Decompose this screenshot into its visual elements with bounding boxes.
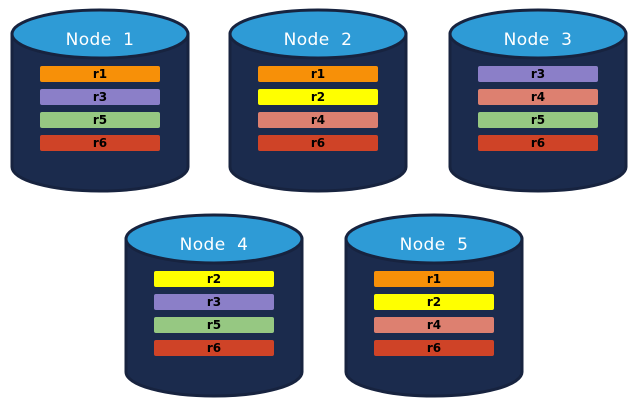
shard-label: r6 bbox=[530, 136, 546, 150]
shard-label: r6 bbox=[206, 341, 222, 355]
node-2-shard-list: r1 r2 r4 r6 bbox=[228, 66, 408, 151]
shard-label: r6 bbox=[426, 341, 442, 355]
shard-r4[interactable]: r4 bbox=[374, 317, 494, 333]
shard-r1[interactable]: r1 bbox=[258, 66, 378, 82]
shard-r5[interactable]: r5 bbox=[40, 112, 160, 128]
shard-label: r2 bbox=[206, 272, 222, 286]
cylinder-top-ellipse bbox=[124, 213, 304, 265]
shard-label: r2 bbox=[426, 295, 442, 309]
shard-label: r5 bbox=[206, 318, 222, 332]
shard-label: r1 bbox=[92, 67, 108, 81]
shard-label: r6 bbox=[92, 136, 108, 150]
shard-r5[interactable]: r5 bbox=[478, 112, 598, 128]
shard-r3[interactable]: r3 bbox=[40, 89, 160, 105]
shard-label: r4 bbox=[426, 318, 442, 332]
shard-r2[interactable]: r2 bbox=[154, 271, 274, 287]
node-5-shard-list: r1 r2 r4 r6 bbox=[344, 271, 524, 356]
shard-r5[interactable]: r5 bbox=[154, 317, 274, 333]
shard-label: r5 bbox=[92, 113, 108, 127]
shard-r6[interactable]: r6 bbox=[40, 135, 160, 151]
shard-label: r1 bbox=[310, 67, 326, 81]
shard-label: r4 bbox=[530, 90, 546, 104]
shard-r6[interactable]: r6 bbox=[258, 135, 378, 151]
shard-r1[interactable]: r1 bbox=[40, 66, 160, 82]
shard-label: r5 bbox=[530, 113, 546, 127]
cylinder-top-ellipse bbox=[10, 8, 190, 60]
node-4-shard-list: r2 r3 r5 r6 bbox=[124, 271, 304, 356]
node-3-shard-list: r3 r4 r5 r6 bbox=[448, 66, 628, 151]
cylinder-top-ellipse bbox=[228, 8, 408, 60]
shard-r6[interactable]: r6 bbox=[374, 340, 494, 356]
shard-r1[interactable]: r1 bbox=[374, 271, 494, 287]
shard-r2[interactable]: r2 bbox=[258, 89, 378, 105]
shard-r4[interactable]: r4 bbox=[478, 89, 598, 105]
shard-r4[interactable]: r4 bbox=[258, 112, 378, 128]
shard-label: r6 bbox=[310, 136, 326, 150]
shard-label: r3 bbox=[206, 295, 222, 309]
cylinder-top-ellipse bbox=[344, 213, 524, 265]
shard-label: r3 bbox=[530, 67, 546, 81]
shard-label: r3 bbox=[92, 90, 108, 104]
shard-r3[interactable]: r3 bbox=[478, 66, 598, 82]
shard-r3[interactable]: r3 bbox=[154, 294, 274, 310]
shard-r6[interactable]: r6 bbox=[154, 340, 274, 356]
node-1-shard-list: r1 r3 r5 r6 bbox=[10, 66, 190, 151]
cylinder-top-ellipse bbox=[448, 8, 628, 60]
shard-r6[interactable]: r6 bbox=[478, 135, 598, 151]
shard-label: r2 bbox=[310, 90, 326, 104]
shard-r2[interactable]: r2 bbox=[374, 294, 494, 310]
shard-label: r1 bbox=[426, 272, 442, 286]
shard-label: r4 bbox=[310, 113, 326, 127]
